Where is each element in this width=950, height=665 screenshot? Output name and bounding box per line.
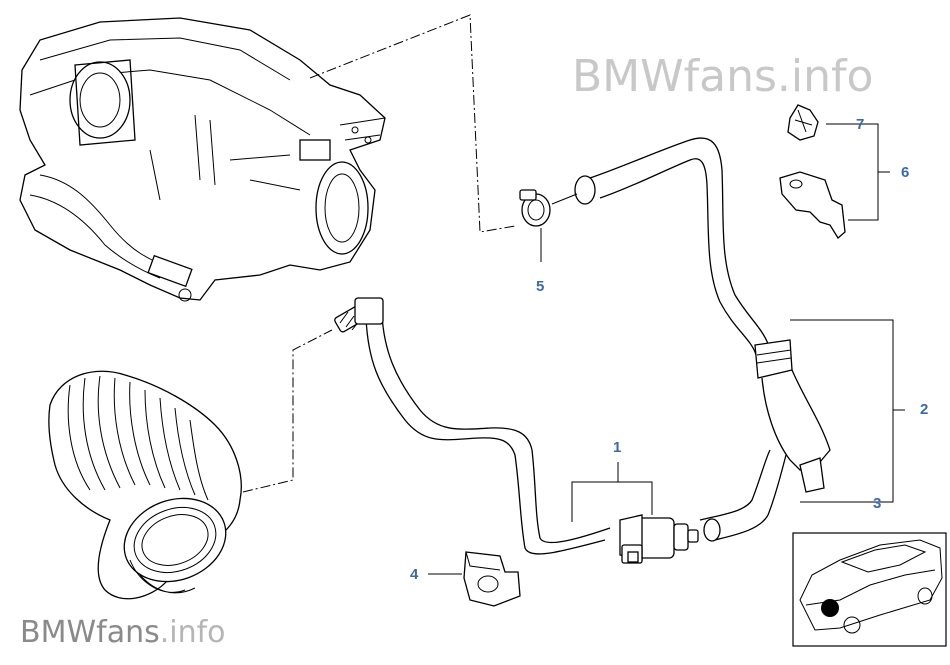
solenoid-valve xyxy=(619,514,699,564)
intake-boot xyxy=(48,370,242,600)
callout-2: 2 xyxy=(920,401,928,418)
leader-6-7 xyxy=(826,123,890,221)
callout-6: 6 xyxy=(901,164,909,181)
rubber-mount xyxy=(463,551,521,607)
watermark-bottom: BMWfans.info xyxy=(20,615,226,650)
watermark-bottom-suffix: .info xyxy=(160,615,226,650)
right-hose xyxy=(699,449,787,542)
clip xyxy=(787,104,819,141)
main-hose xyxy=(574,137,831,493)
manifold-link-line xyxy=(309,14,516,233)
hose-clamp xyxy=(519,189,551,227)
watermark-top: BMWfans.info xyxy=(572,51,873,102)
left-hose xyxy=(334,297,611,555)
boot-link-line xyxy=(242,329,333,493)
intake-manifold xyxy=(19,17,386,302)
callout-3: 3 xyxy=(873,495,881,512)
watermark-bottom-main: BMWfans xyxy=(20,615,160,650)
car-thumbnail xyxy=(792,532,947,647)
leader-1 xyxy=(571,462,653,522)
callout-4: 4 xyxy=(410,566,419,583)
clamp-arrow-line xyxy=(551,193,578,205)
bracket xyxy=(779,171,846,239)
callout-7: 7 xyxy=(856,116,864,133)
callout-1: 1 xyxy=(613,439,621,456)
leader-2 xyxy=(790,319,905,503)
callout-5: 5 xyxy=(536,278,544,295)
